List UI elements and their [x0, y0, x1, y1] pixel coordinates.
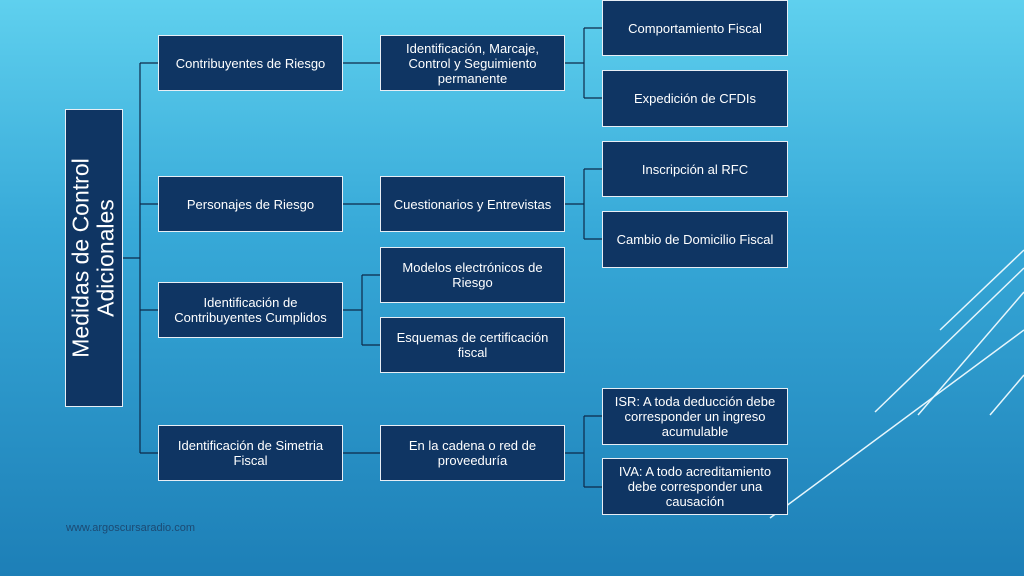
node-personajes-riesgo: Personajes de Riesgo	[158, 176, 343, 232]
node-inscripcion-rfc: Inscripción al RFC	[602, 141, 788, 197]
node-contribuyentes-riesgo: Contribuyentes de Riesgo	[158, 35, 343, 91]
node-isr-deduccion: ISR: A toda deducción debe corresponder …	[602, 388, 788, 445]
node-expedicion-cfdis: Expedición de CFDIs	[602, 70, 788, 127]
node-comportamiento-fiscal: Comportamiento Fiscal	[602, 0, 788, 56]
footer-url: www.argoscursaradio.com	[66, 522, 195, 534]
node-simetria-fiscal: Identificación de Simetria Fiscal	[158, 425, 343, 481]
root-label-line2: Adicionales	[93, 199, 120, 317]
node-esquemas-certificacion: Esquemas de certificación fiscal	[380, 317, 565, 373]
node-identificacion-marcaje: Identificación, Marcaje, Control y Segui…	[380, 35, 565, 91]
node-cuestionarios-entrevistas: Cuestionarios y Entrevistas	[380, 176, 565, 232]
root-node: Medidas de Control Adicionales	[65, 109, 123, 407]
root-label-line1: Medidas de Control	[68, 158, 95, 358]
node-iva-acreditamiento: IVA: A todo acreditamiento debe correspo…	[602, 458, 788, 515]
node-cadena-proveeduria: En la cadena o red de proveeduría	[380, 425, 565, 481]
root-label: Medidas de Control Adicionales	[68, 158, 120, 358]
node-modelos-electronicos: Modelos electrónicos de Riesgo	[380, 247, 565, 303]
node-contribuyentes-cumplidos: Identificación de Contribuyentes Cumplid…	[158, 282, 343, 338]
node-cambio-domicilio: Cambio de Domicilio Fiscal	[602, 211, 788, 268]
